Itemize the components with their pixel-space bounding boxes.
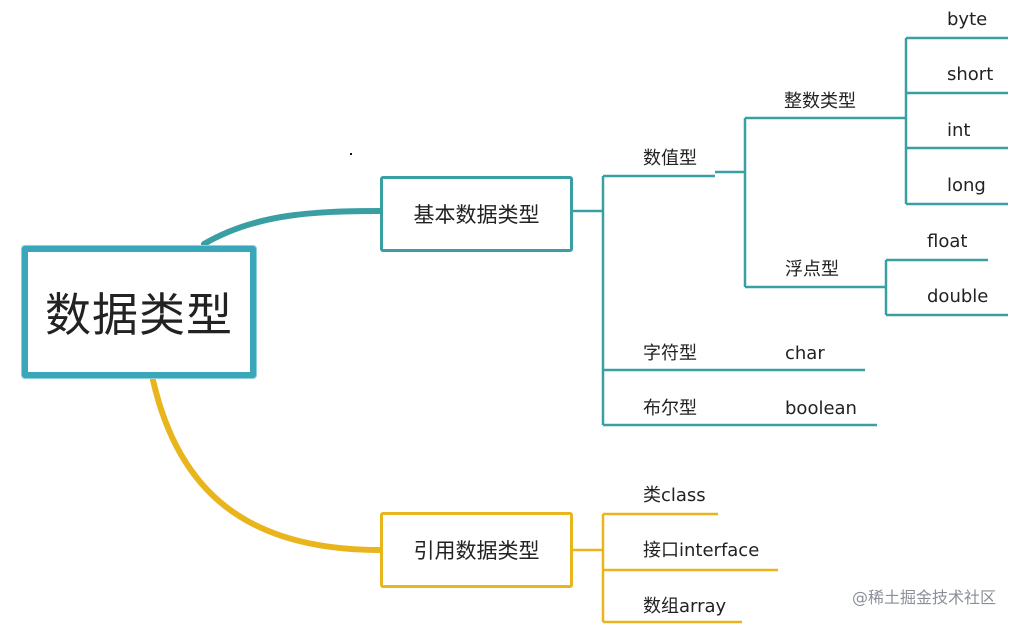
array-reference-node[interactable]: 数组array — [643, 596, 727, 617]
double-primitive-node[interactable]: double — [927, 286, 989, 307]
int-type-node[interactable]: int — [947, 120, 971, 141]
primitive-types-node[interactable]: 基本数据类型 — [380, 176, 573, 252]
integer-types-connector — [876, 36, 1008, 206]
boolean-type-node[interactable]: boolean — [785, 398, 857, 419]
interface-reference-node[interactable]: 接口interface — [643, 540, 760, 561]
stray-dot — [350, 153, 352, 155]
byte-type-node[interactable]: byte — [947, 9, 988, 30]
class-reference-node[interactable]: 类class — [643, 485, 706, 506]
primitive-branch-connector — [573, 174, 745, 427]
float-primitive-node[interactable]: float — [927, 231, 968, 252]
root-node[interactable]: 数据类型 — [22, 246, 256, 378]
numeric-type-node[interactable]: 数值型 — [643, 148, 697, 169]
float-type-node[interactable]: 浮点型 — [785, 259, 839, 280]
float-types-connector — [858, 258, 1008, 317]
long-type-node[interactable]: long — [947, 175, 986, 196]
boolean-category-node[interactable]: 布尔型 — [643, 398, 697, 419]
reference-branch-connector — [573, 512, 778, 624]
reference-types-node[interactable]: 引用数据类型 — [380, 512, 573, 588]
char-type-node[interactable]: char — [785, 343, 825, 364]
short-type-node[interactable]: short — [947, 64, 994, 85]
integer-type-node[interactable]: 整数类型 — [784, 91, 856, 112]
numeric-branch-connector — [715, 116, 876, 289]
character-type-node[interactable]: 字符型 — [643, 343, 697, 364]
watermark-text: @稀土掘金技术社区 — [852, 588, 997, 607]
root-to-reference-connector — [150, 377, 383, 553]
root-to-primitive-connector — [201, 208, 383, 247]
